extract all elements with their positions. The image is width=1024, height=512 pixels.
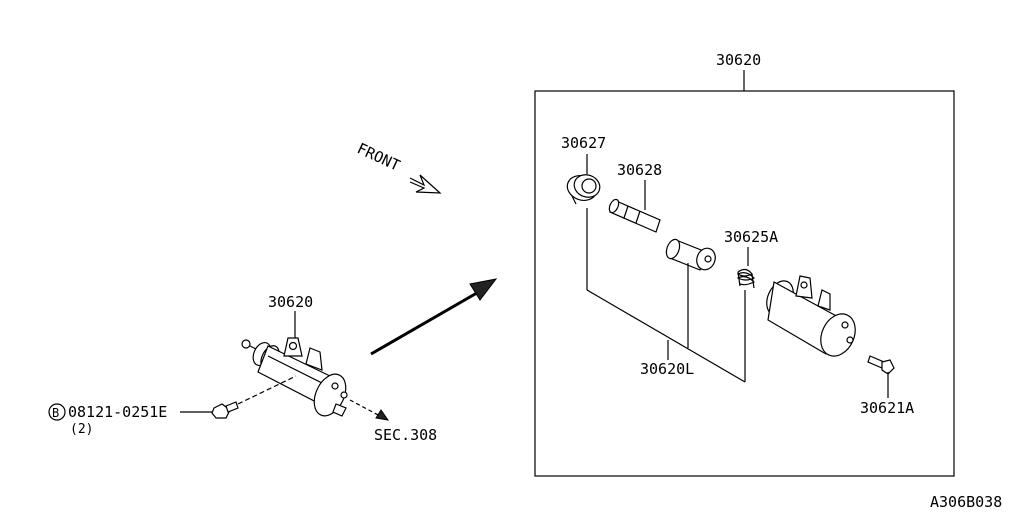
- front-arrow-icon: [409, 174, 442, 194]
- label-bolt-quantity: (2): [70, 422, 93, 437]
- label-sec-308[interactable]: SEC.308: [374, 426, 437, 444]
- label-30627: 30627: [561, 134, 606, 152]
- label-bolt-part-number: 08121-0251E: [68, 403, 167, 421]
- sec-308-arrow-head: [375, 409, 390, 421]
- label-front: FRONT: [354, 139, 403, 174]
- bolt-circle-symbol: [48, 403, 66, 421]
- bolt-30621A[interactable]: [867, 355, 895, 375]
- diagram-id: A306B038: [930, 493, 1002, 511]
- label-30620L: 30620L: [640, 360, 694, 378]
- label-30620-main: 30620: [716, 51, 761, 69]
- exploded-view-arrow-head: [469, 278, 498, 301]
- mounting-bolt[interactable]: [211, 401, 239, 419]
- exploded-view-arrow: [370, 288, 483, 356]
- bolt-centerline: [237, 375, 297, 405]
- piston-part[interactable]: [664, 238, 718, 273]
- label-bolt-circle: B: [52, 406, 59, 420]
- spring-30625A[interactable]: [736, 268, 756, 289]
- label-30628: 30628: [617, 161, 662, 179]
- label-30625A: 30625A: [724, 228, 778, 246]
- sec-308-line: [349, 399, 381, 417]
- kit-bracket-lines: [586, 208, 746, 383]
- cylinder-body[interactable]: [762, 275, 862, 362]
- push-rod-30628[interactable]: [607, 198, 661, 233]
- clutch-operating-cylinder-assembly[interactable]: [241, 337, 352, 421]
- bleeder-cap-30627[interactable]: [564, 171, 603, 205]
- label-30621A: 30621A: [860, 399, 914, 417]
- label-30620-left: 30620: [268, 293, 313, 311]
